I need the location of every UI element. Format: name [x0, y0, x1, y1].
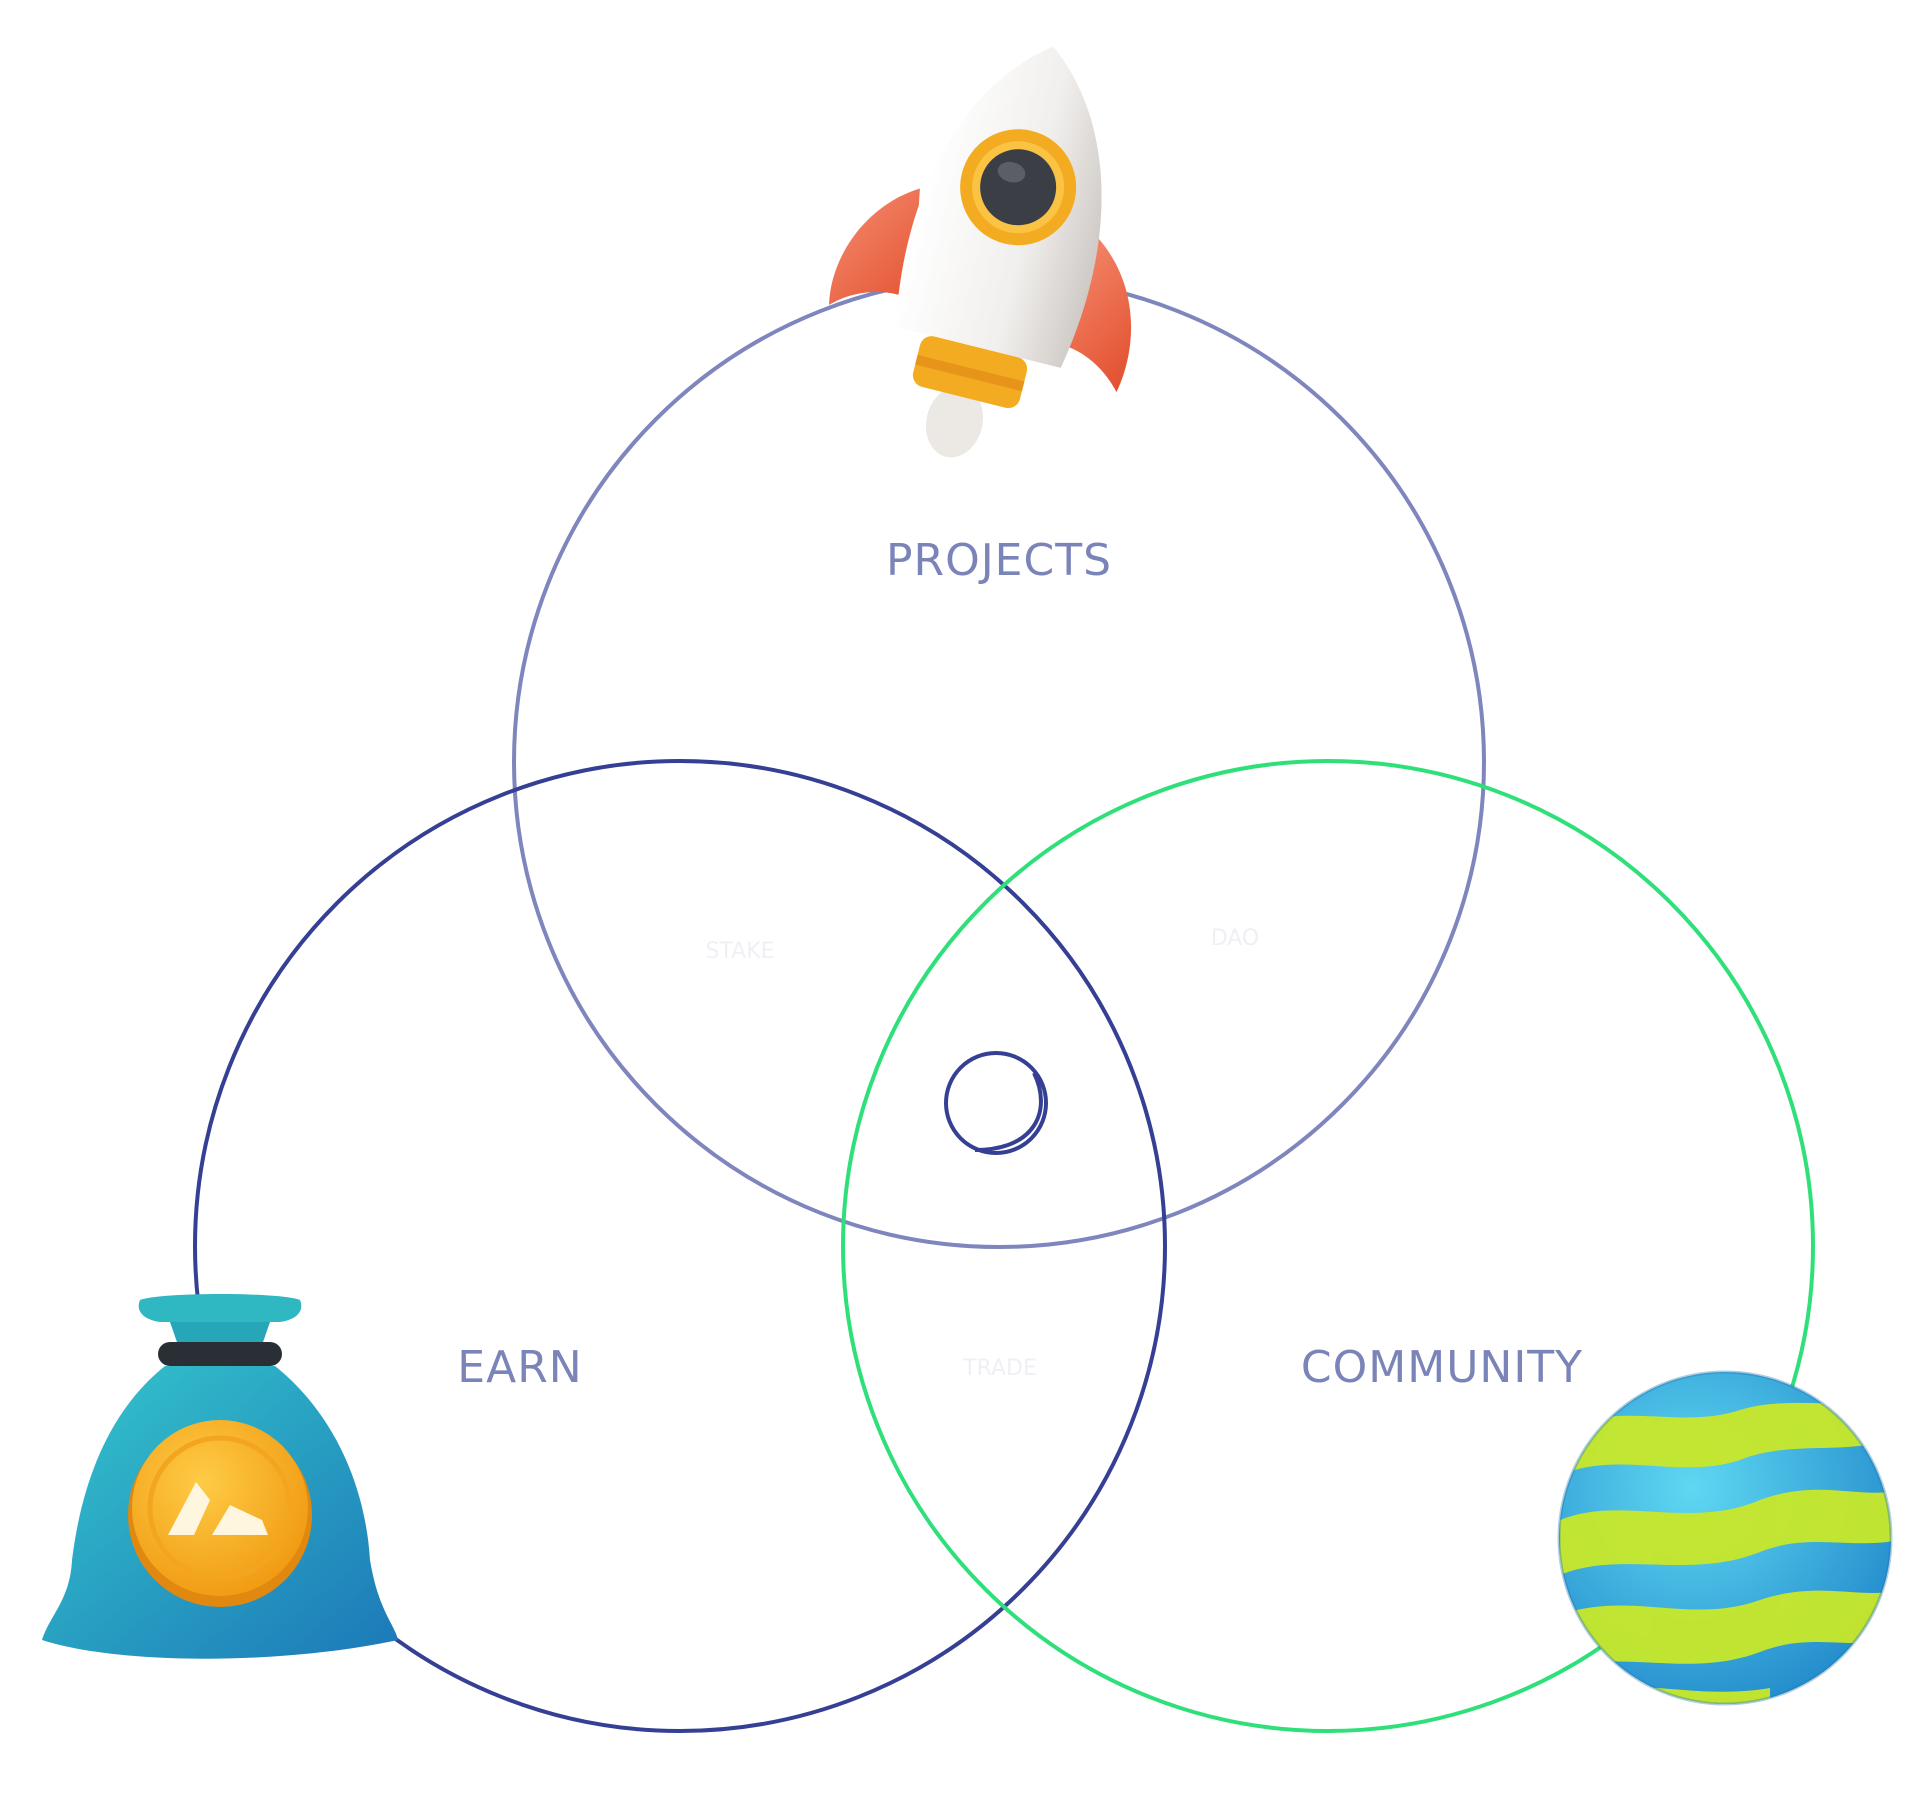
- earn-circle: [193, 759, 1167, 1733]
- projects-earn-label: STAKE: [705, 939, 774, 964]
- rocket-icon: [829, 46, 1132, 458]
- planet-icon: [1557, 1370, 1893, 1706]
- moon-logo-icon: [944, 1051, 1048, 1155]
- money-bag-icon: [42, 1294, 398, 1659]
- community-label: COMMUNITY: [1301, 1342, 1583, 1393]
- earn-label: EARN: [457, 1342, 582, 1393]
- earn-community-label: TRADE: [962, 1356, 1037, 1381]
- projects-community-label: DAO: [1211, 926, 1260, 951]
- community-circle: [841, 759, 1815, 1733]
- projects-label: PROJECTS: [886, 535, 1112, 586]
